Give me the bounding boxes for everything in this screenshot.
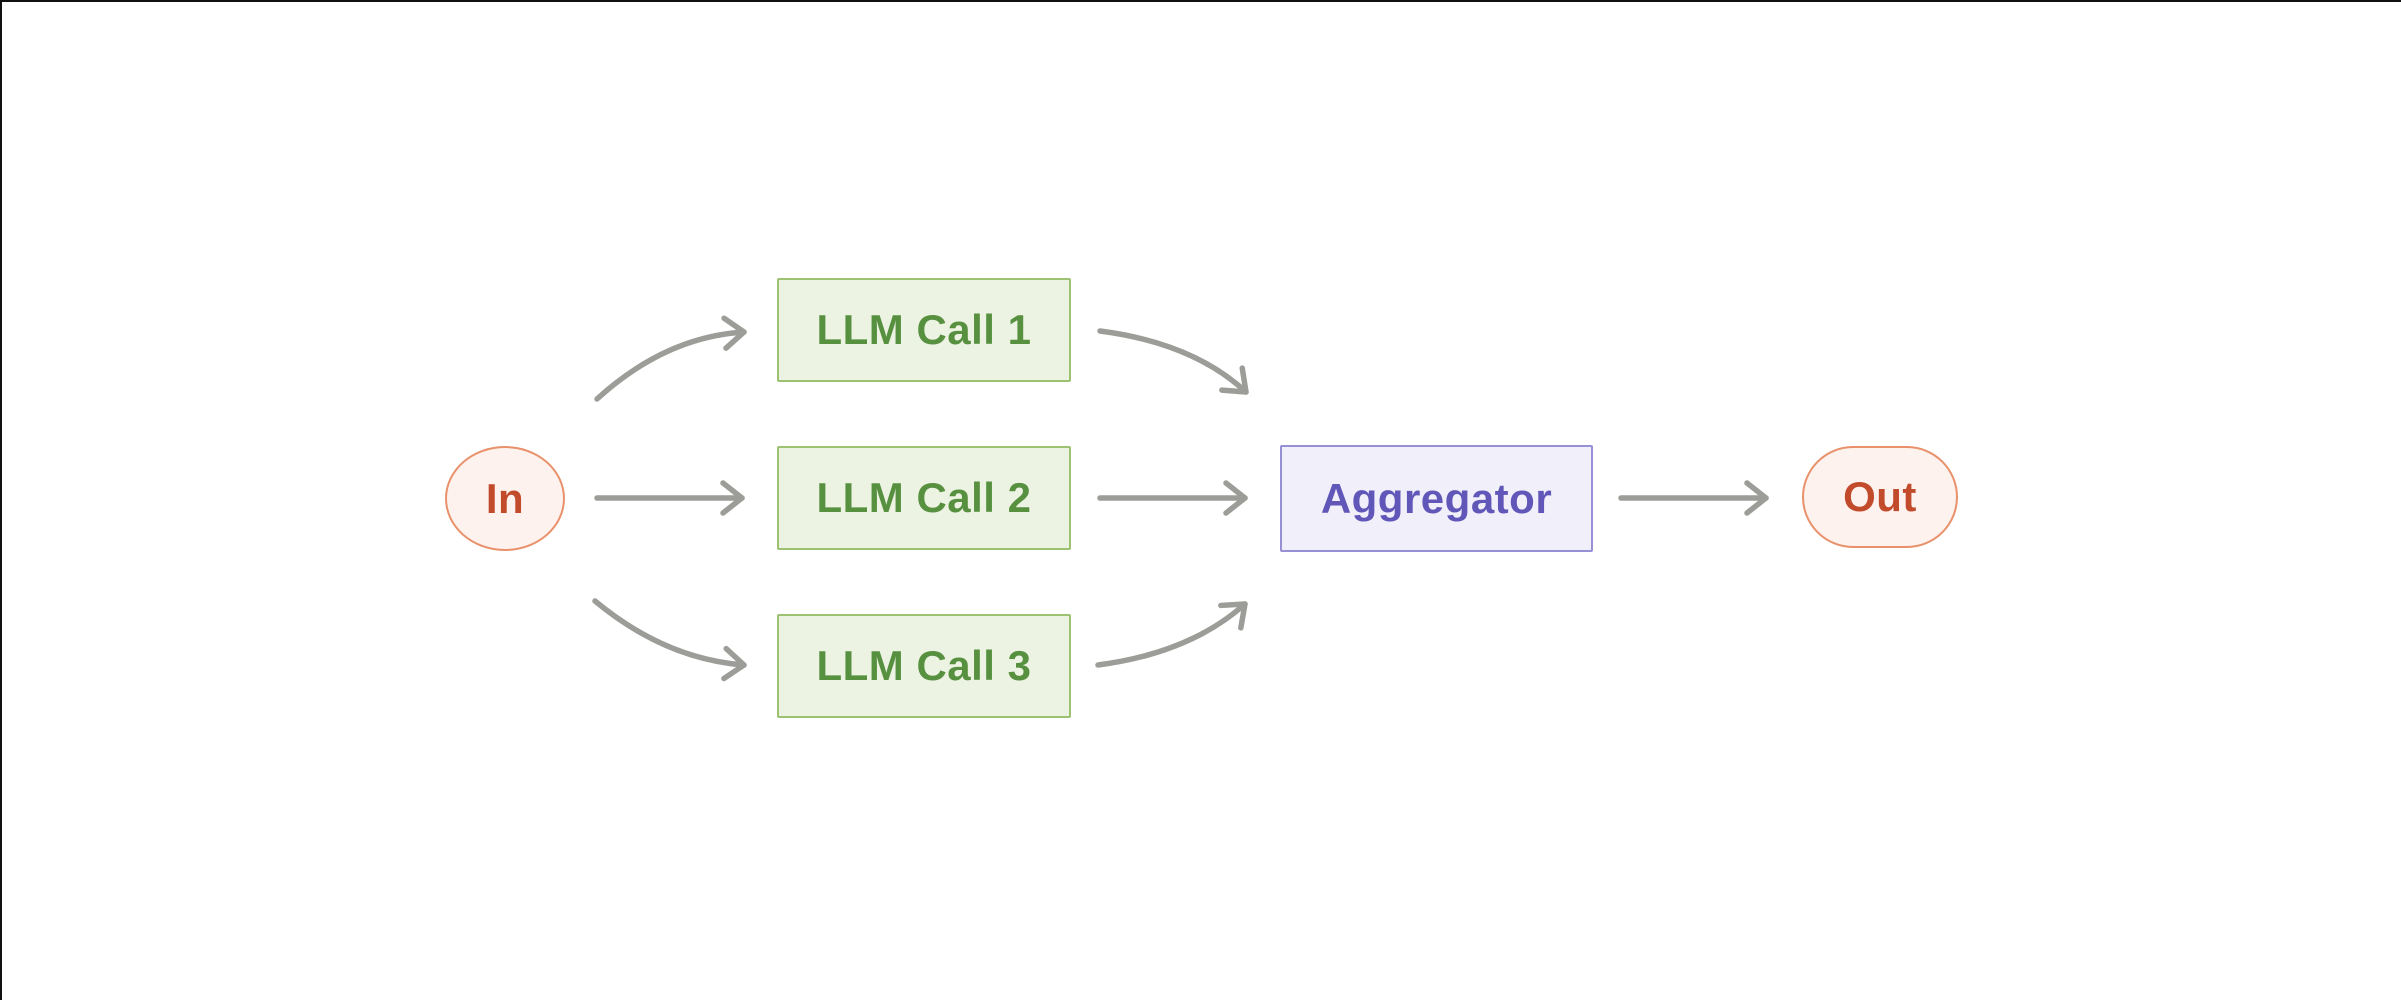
node-llm-call-2: LLM Call 2 bbox=[777, 446, 1071, 550]
node-aggregator-label: Aggregator bbox=[1320, 474, 1553, 522]
node-out-label: Out bbox=[1843, 473, 1917, 520]
node-llm-call-1: LLM Call 1 bbox=[777, 278, 1071, 382]
node-llm-call-1-label: LLM Call 1 bbox=[816, 306, 1032, 353]
node-aggregator: Aggregator bbox=[1280, 445, 1593, 552]
edge-in-to-llm-call-3 bbox=[592, 598, 747, 682]
edge-in-to-llm-call-1 bbox=[594, 315, 747, 402]
node-in-label: In bbox=[485, 474, 525, 522]
node-out: Out bbox=[1802, 446, 1958, 548]
node-llm-call-2-label: LLM Call 2 bbox=[816, 474, 1032, 521]
frame-left-line bbox=[0, 0, 2, 1000]
frame-top-line bbox=[0, 0, 2401, 2]
node-llm-call-3-label: LLM Call 3 bbox=[816, 642, 1032, 689]
edge-llm-call-3-to-aggregator bbox=[1095, 601, 1248, 668]
edge-llm-call-1-to-aggregator bbox=[1097, 328, 1249, 395]
node-in: In bbox=[445, 446, 565, 551]
node-llm-call-3: LLM Call 3 bbox=[777, 614, 1071, 718]
